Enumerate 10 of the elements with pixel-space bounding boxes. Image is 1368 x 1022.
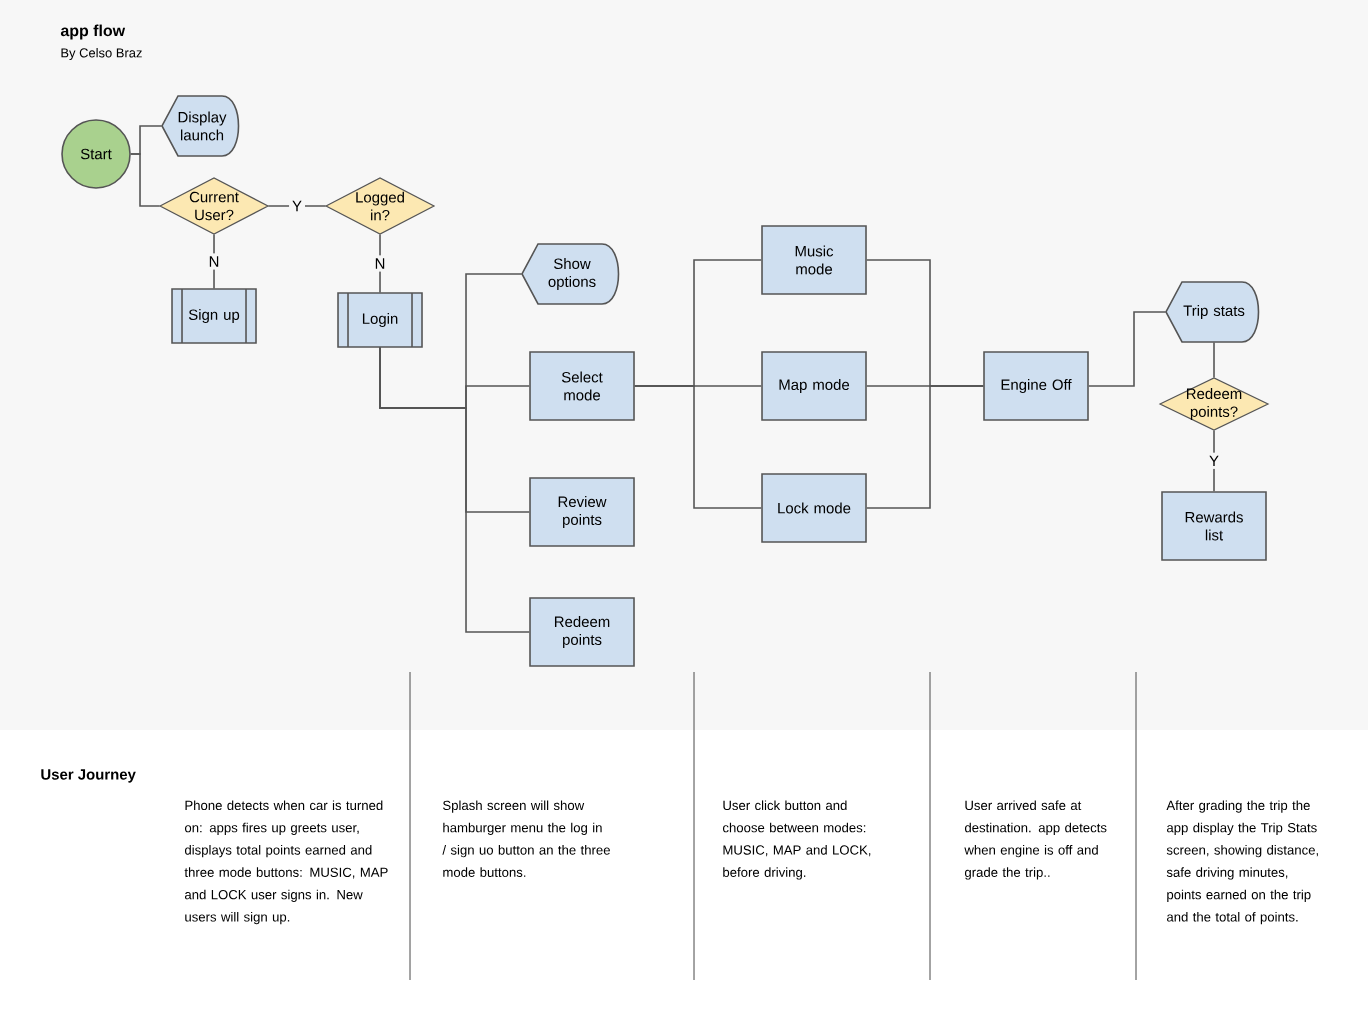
connector-line <box>1213 429 1215 492</box>
connector-line <box>634 385 762 509</box>
connector-line <box>130 153 161 207</box>
connector-line <box>1213 341 1215 379</box>
connector-line <box>379 233 381 294</box>
connector-line <box>1088 311 1167 387</box>
connector-line <box>267 205 327 207</box>
connector-line <box>379 346 530 633</box>
connector-line <box>213 233 215 290</box>
connector-line <box>866 385 984 509</box>
